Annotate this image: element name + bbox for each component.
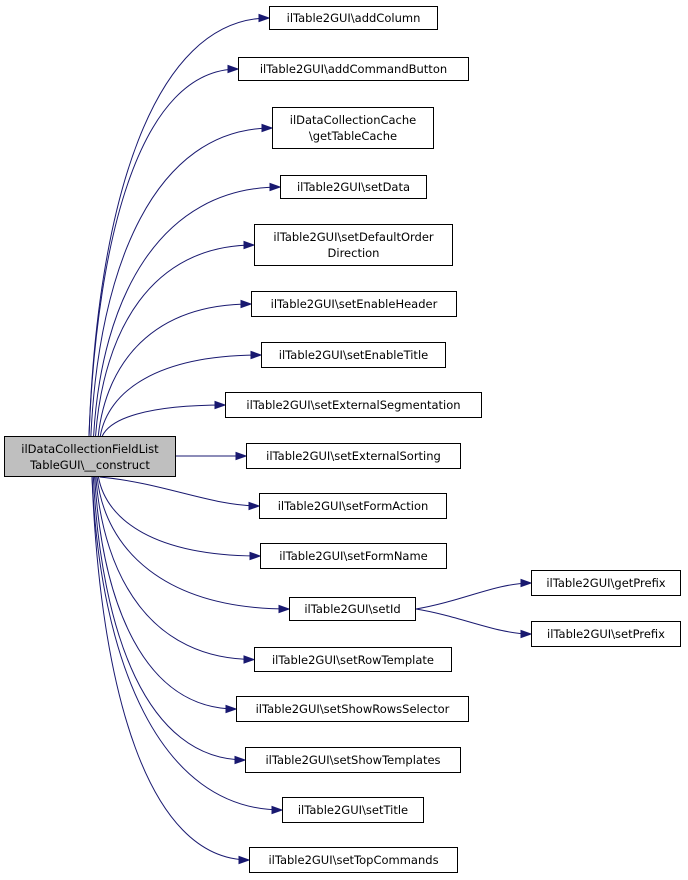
edge-arrowhead xyxy=(243,240,256,250)
node-set-title[interactable]: ilTable2GUI\setTitle xyxy=(282,797,424,823)
node-add-command-button[interactable]: ilTable2GUI\addCommandButton xyxy=(238,57,469,81)
node-label: ilTable2GUI\setPrefix xyxy=(547,627,665,641)
edge-arrowhead xyxy=(235,451,248,461)
edge-arrowhead xyxy=(240,299,253,309)
node-set-enable-title[interactable]: ilTable2GUI\setEnableTitle xyxy=(261,342,446,368)
edge-root-to-setData xyxy=(93,186,281,437)
node-get-table-cache[interactable]: ilDataCollectionCache \getTableCache xyxy=(272,107,434,149)
edge-arrowhead xyxy=(278,604,291,614)
edge-arrowhead xyxy=(261,123,274,133)
edge-arrowhead xyxy=(520,578,533,588)
node-set-show-rows-selector[interactable]: ilTable2GUI\setShowRowsSelector xyxy=(236,696,469,722)
edge-arrowhead xyxy=(271,805,284,815)
edge-root-to-setId xyxy=(96,476,290,610)
node-label: ilTable2GUI\setTitle xyxy=(297,803,409,817)
edge-arrowhead xyxy=(238,855,251,865)
edge-setId-to-setPrefix xyxy=(415,608,532,635)
edge-root-to-setShowTemplates xyxy=(92,476,246,761)
node-label: ilTable2GUI\setFormAction xyxy=(277,499,429,513)
node-label: ilTable2GUI\setTopCommands xyxy=(268,853,439,867)
node-set-default-order-direction[interactable]: ilTable2GUI\setDefaultOrder Direction xyxy=(254,224,453,266)
node-set-enable-header[interactable]: ilTable2GUI\setEnableHeader xyxy=(251,291,457,317)
node-set-show-templates[interactable]: ilTable2GUI\setShowTemplates xyxy=(245,747,461,773)
edge-root-to-setEnableTitle xyxy=(99,354,262,437)
node-label: ilDataCollectionCache \getTableCache xyxy=(289,113,417,143)
edge-arrowhead xyxy=(520,629,533,639)
edge-arrowhead xyxy=(225,704,238,714)
node-root[interactable]: ilDataCollectionFieldList TableGUI\__con… xyxy=(4,436,176,477)
node-set-external-sorting[interactable]: ilTable2GUI\setExternalSorting xyxy=(246,443,461,469)
node-label: ilTable2GUI\setFormName xyxy=(279,549,428,563)
node-label: ilTable2GUI\setId xyxy=(304,602,401,616)
edge-root-to-setRowTemplate xyxy=(95,476,255,660)
edge-root-to-setEnableHeader xyxy=(97,303,252,437)
edge-root-to-setTitle xyxy=(91,476,283,811)
node-label: ilTable2GUI\addColumn xyxy=(286,11,421,25)
edge-arrowhead xyxy=(258,13,271,23)
node-set-form-name[interactable]: ilTable2GUI\setFormName xyxy=(260,543,447,569)
node-label: ilTable2GUI\setEnableTitle xyxy=(278,348,429,362)
edge-root-to-setDefaultOrderDirection xyxy=(95,244,255,437)
edge-root-to-setTopCommands xyxy=(91,476,250,861)
node-label: ilDataCollectionFieldList TableGUI\__con… xyxy=(21,441,159,472)
node-set-external-segmentation[interactable]: ilTable2GUI\setExternalSegmentation xyxy=(225,392,482,418)
edge-arrowhead xyxy=(249,551,262,561)
edge-arrowhead xyxy=(234,755,247,765)
edge-root-to-setExternalSegmentation xyxy=(101,404,226,437)
node-set-top-commands[interactable]: ilTable2GUI\setTopCommands xyxy=(249,847,458,873)
edge-root-to-setFormAction xyxy=(99,476,260,507)
node-set-form-action[interactable]: ilTable2GUI\setFormAction xyxy=(259,493,447,519)
edge-root-to-setFormName xyxy=(97,476,261,557)
node-set-prefix[interactable]: ilTable2GUI\setPrefix xyxy=(531,621,681,647)
edge-root-to-getTableCache xyxy=(90,127,273,437)
node-label: ilTable2GUI\setDefaultOrder Direction xyxy=(273,230,434,260)
node-set-row-template[interactable]: ilTable2GUI\setRowTemplate xyxy=(254,647,452,672)
edge-arrowhead xyxy=(214,400,227,410)
node-label: ilTable2GUI\setShowRowsSelector xyxy=(255,702,450,716)
edge-arrowhead xyxy=(248,501,261,511)
node-set-data[interactable]: ilTable2GUI\setData xyxy=(280,175,427,199)
edge-arrowhead xyxy=(227,64,240,74)
edge-root-to-setShowRowsSelector xyxy=(94,476,237,710)
node-label: ilTable2GUI\setRowTemplate xyxy=(271,652,434,667)
node-label: ilTable2GUI\getPrefix xyxy=(546,576,666,590)
node-label: ilTable2GUI\setExternalSegmentation xyxy=(246,398,461,412)
edge-root-to-addCommandButton xyxy=(88,68,239,437)
node-label: ilTable2GUI\setEnableHeader xyxy=(270,297,438,311)
node-add-column[interactable]: ilTable2GUI\addColumn xyxy=(269,6,438,30)
node-label: ilTable2GUI\setData xyxy=(296,180,411,194)
edge-arrowhead xyxy=(243,655,256,664)
node-label: ilTable2GUI\addCommandButton xyxy=(259,62,448,76)
edge-arrowhead xyxy=(269,182,282,192)
edge-setId-to-getPrefix xyxy=(415,582,532,610)
edge-arrowhead xyxy=(250,350,263,360)
node-label: ilTable2GUI\setShowTemplates xyxy=(265,753,441,767)
node-set-id[interactable]: ilTable2GUI\setId xyxy=(289,597,416,621)
node-get-prefix[interactable]: ilTable2GUI\getPrefix xyxy=(531,570,681,596)
node-label: ilTable2GUI\setExternalSorting xyxy=(266,449,441,463)
